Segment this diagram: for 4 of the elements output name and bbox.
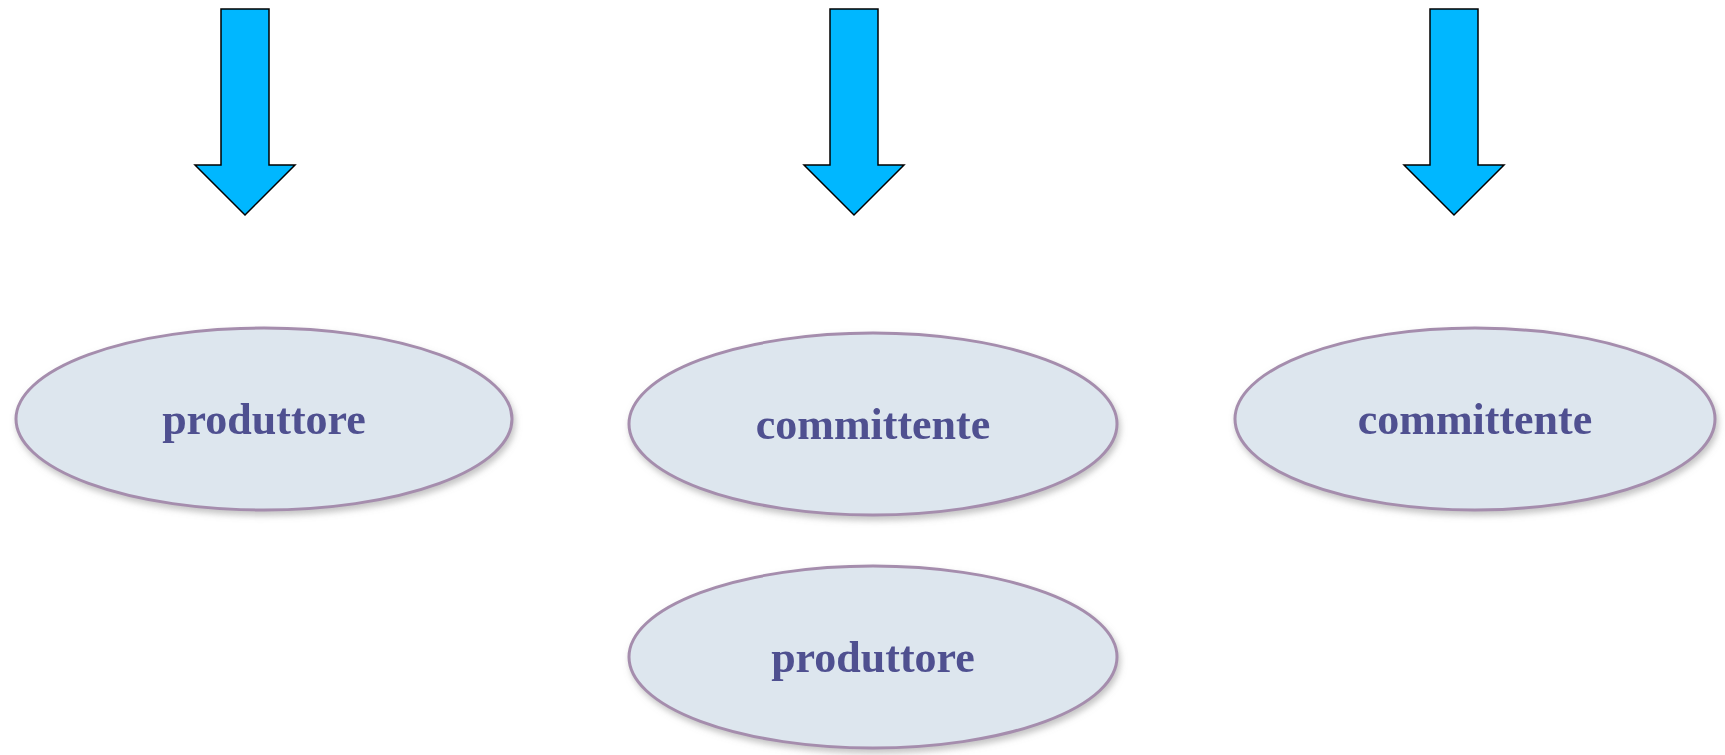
node-label: committente <box>1357 393 1593 445</box>
node-label: produttore <box>771 631 975 683</box>
node-label: committente <box>755 398 991 450</box>
node-label: produttore <box>162 393 366 445</box>
